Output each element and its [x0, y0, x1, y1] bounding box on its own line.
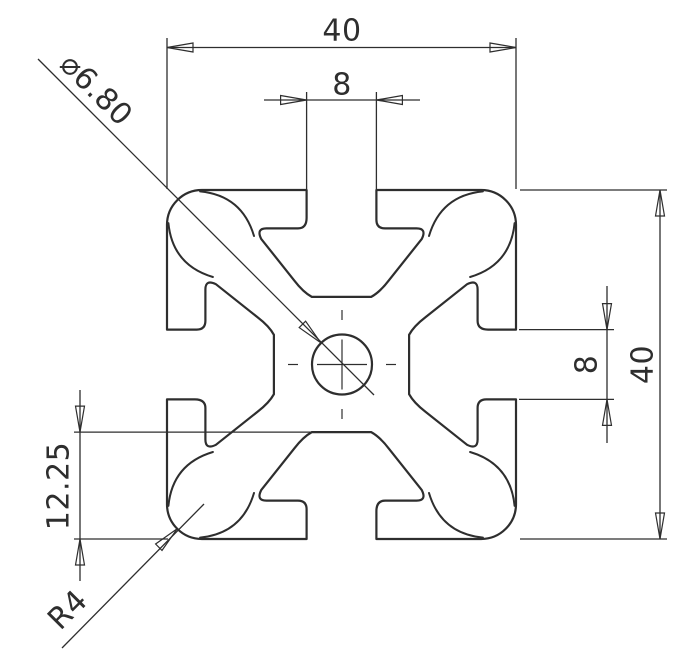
cavity-sweep-bottom-right	[428, 492, 484, 539]
profile-outline	[165, 188, 518, 541]
dimension-top-slot-width: 8	[264, 68, 420, 189]
arrowhead-bottom	[74, 538, 86, 566]
arrowhead	[154, 528, 178, 552]
dimension-text-slot-depth: 12.25	[42, 442, 77, 530]
leader-line	[37, 58, 375, 396]
dimension-right-slot-width: 8	[519, 286, 614, 443]
arrowhead-top	[601, 303, 613, 330]
leader-line	[61, 503, 205, 649]
leader-hole-diameter: ⌀6.80	[37, 47, 375, 396]
centerlines	[288, 310, 396, 419]
arrowhead	[298, 320, 322, 344]
dimension-text-overall-width: 40	[322, 14, 361, 49]
cavity-sweep-top-left	[199, 190, 255, 237]
dimension-text-overall-height: 40	[626, 345, 661, 384]
dimension-slot-depth: 12.25	[42, 390, 314, 581]
arrowhead-right	[376, 94, 403, 106]
cavity-sweep-left-upper	[167, 222, 214, 278]
center-hole	[310, 333, 374, 396]
arrowhead-left	[166, 42, 194, 53]
dimension-text-corner-radius: R4	[41, 583, 95, 637]
cavity-sweep-left-lower	[167, 451, 214, 507]
arrowhead-left	[280, 94, 307, 106]
dimension-overall-width: 40	[166, 14, 517, 189]
dimension-text-top-slot-width: 8	[332, 68, 352, 103]
cavity-sweep-top-right	[428, 190, 484, 237]
arrowhead-bottom	[654, 512, 666, 540]
dimension-overall-height: 40	[520, 189, 667, 540]
dimension-text-right-slot-width: 8	[570, 355, 605, 375]
arrowhead-right	[489, 42, 517, 53]
arrowhead-top	[74, 405, 86, 433]
cavity-sweep-bottom-left	[199, 492, 255, 539]
cavity-sweep-right-lower	[469, 451, 516, 507]
cavity-sweep-right-upper	[469, 222, 516, 278]
profile-contour	[165, 188, 518, 541]
arrowhead-top	[654, 189, 666, 217]
dimension-text-hole-diameter: ⌀6.80	[53, 47, 140, 134]
arrowhead-bottom	[601, 399, 613, 426]
